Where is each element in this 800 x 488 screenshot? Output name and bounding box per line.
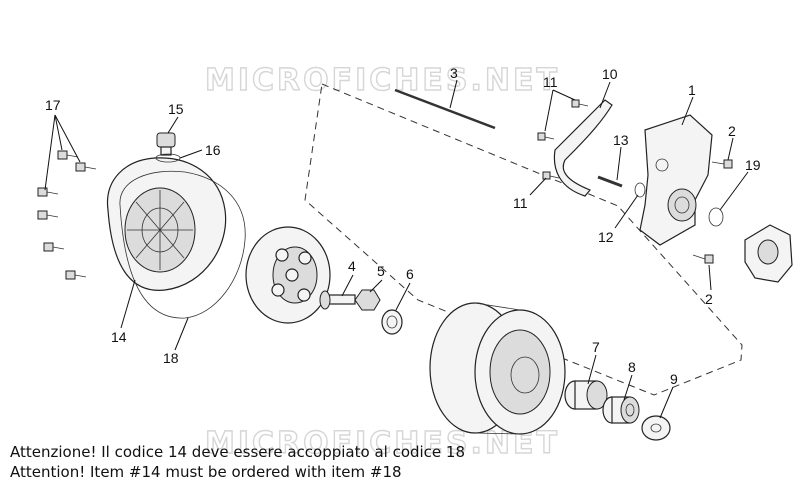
lock-washer [381, 309, 403, 335]
leader-11a [544, 89, 554, 132]
bolt [542, 171, 560, 180]
leader-17a [44, 114, 56, 191]
leader-3 [449, 79, 458, 109]
screw-group-17 [37, 150, 97, 280]
callout-5: 5 [377, 263, 385, 279]
clutch-rod [394, 88, 496, 130]
leader-19 [719, 171, 749, 211]
screw [37, 187, 59, 197]
leader-15 [167, 116, 179, 134]
screw [65, 270, 87, 280]
clutch-cover [106, 157, 227, 291]
bolt [711, 159, 733, 169]
nut [354, 289, 381, 311]
note-italian: Attenzione! Il codice 14 deve essere acc… [10, 443, 466, 461]
leader-14 [120, 279, 136, 329]
screw [43, 242, 65, 252]
callout-9: 9 [670, 371, 678, 387]
callout-8: 8 [628, 359, 636, 375]
screw [57, 150, 79, 160]
cover-gasket [119, 170, 246, 319]
screw [37, 210, 59, 220]
leader-4 [341, 274, 354, 297]
needle-bearing [564, 380, 608, 410]
bushing [602, 396, 640, 424]
leader-17c [54, 114, 81, 163]
watermark-bottom: MICROFICHES.NET [205, 426, 560, 461]
leader-11b [552, 89, 576, 101]
callout-14: 14 [111, 329, 127, 345]
leader-13 [616, 146, 622, 181]
leader-6 [395, 282, 411, 311]
callout-4: 4 [348, 258, 356, 274]
pin [597, 175, 623, 188]
leader-10 [599, 81, 611, 109]
callout-2: 2 [705, 291, 713, 307]
callout-10: 10 [602, 66, 618, 82]
callout-12: 12 [598, 229, 614, 245]
callout-13: 13 [613, 132, 629, 148]
oring-19 [708, 207, 724, 227]
callout-19: 19 [745, 157, 761, 173]
oil-plug [156, 132, 176, 156]
leader-2a [727, 137, 734, 161]
callout-6: 6 [406, 266, 414, 282]
leader-18 [174, 317, 189, 351]
note-english: Attention! Item #14 must be ordered with… [10, 463, 402, 481]
assembly-frame [304, 83, 743, 396]
thrust-washer [641, 415, 671, 441]
clutch-basket [429, 302, 566, 435]
leader-5 [369, 279, 383, 293]
bracket [553, 99, 613, 197]
bolt [537, 132, 555, 141]
leader-11c [529, 177, 547, 196]
bolt [571, 99, 589, 108]
callout-16: 16 [205, 142, 221, 158]
screw [75, 162, 97, 172]
callout-17: 17 [45, 97, 61, 113]
seal-ring [634, 182, 646, 198]
callout-2: 2 [728, 123, 736, 139]
callout-18: 18 [163, 350, 179, 366]
slave-cylinder [744, 224, 793, 283]
leader-16 [179, 149, 203, 159]
callout-11: 11 [543, 74, 558, 90]
callout-11: 11 [513, 195, 528, 211]
callout-15: 15 [168, 101, 184, 117]
leader-2b [708, 264, 712, 291]
leader-1 [681, 96, 694, 126]
bolt [692, 254, 714, 264]
push-rod [319, 290, 356, 310]
slave-cylinder-housing [639, 114, 713, 246]
pressure-plate [245, 226, 331, 324]
leader-9 [659, 386, 674, 419]
callout-7: 7 [592, 339, 600, 355]
watermark-top: MICROFICHES.NET [205, 63, 560, 98]
callout-3: 3 [450, 65, 458, 81]
leader-7 [587, 354, 597, 385]
leader-17b [54, 114, 63, 151]
leader-8 [623, 374, 633, 401]
callout-1: 1 [688, 82, 696, 98]
leader-12 [614, 194, 639, 229]
